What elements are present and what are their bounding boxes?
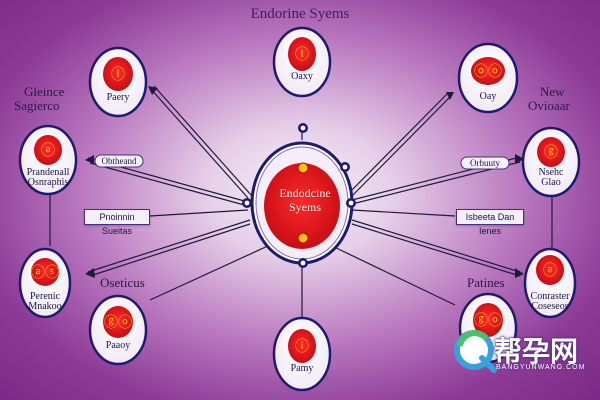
connection-dots [242,123,356,268]
pill-right-label: Orbuuty [470,158,500,168]
gland-top-left-symbol: Ⓘ [111,67,125,83]
gland-left-symbol: ⓐ [41,143,55,159]
gland-right-low[interactable] [523,247,577,319]
gland-left-low-symbol: ⓐⓢ [31,265,59,281]
watermark-text: 帮孕网 [494,335,579,368]
gland-bottom-symbol: ⓘ [295,339,309,355]
top-right-side-line1: New [540,84,565,99]
top-right-side-label: New Ovioaar [528,85,570,113]
right-rect-label: Isbeeta Dan Ienes [456,209,524,236]
gland-bottom[interactable] [272,316,332,392]
center-node-line1: Endodcine [279,186,331,200]
gland-left[interactable] [18,124,78,196]
top-right-side-line2: Ovioaar [528,98,570,113]
gland-top-right[interactable] [457,42,519,114]
mid-left-side-label: Oseticus [100,275,145,290]
arrow-heads [85,86,524,278]
center-node-line2: Syems [288,200,321,214]
gland-top-symbol: Ⓘ [295,47,309,63]
gland-bottom-right-symbol: ⓖⓞ [474,313,502,329]
gland-bottom-left[interactable] [88,294,148,366]
pill-left-label: Obtheand [102,156,137,166]
diagram-title: Endorine Syems [250,6,350,22]
gland-top[interactable] [272,26,332,98]
watermark-subtext: BANGYUNWANG.COM [496,364,586,371]
mid-right-side-label: Patines [467,275,505,290]
pill-left [94,154,144,168]
top-left-side-label: Gleince Sagierco [14,85,64,113]
pill-right [460,156,510,170]
gland-right-low-symbol: ⓐ [543,263,557,279]
connector-lines [49,85,553,320]
watermark-logo-icon [454,330,497,373]
gland-right[interactable] [521,126,581,198]
top-left-side-line1: Gleince [24,84,65,99]
central-node[interactable] [250,141,354,265]
gland-top-left[interactable] [88,46,148,118]
gland-bottom-left-symbol: ⓖⓞ [104,315,132,331]
center-node-label: Endodcine Syems [255,186,355,214]
gland-right-symbol: ⓖ [544,145,558,161]
top-left-side-line2: Sagierco [14,98,60,113]
gland-left-low[interactable] [18,247,72,319]
left-rect-label: Pnoinnin Sueitas [84,209,150,236]
gland-top-right-symbol: ⓞⓞ [474,64,502,80]
watermark: 帮孕网 BANGYUNWANG.COM [452,326,592,378]
